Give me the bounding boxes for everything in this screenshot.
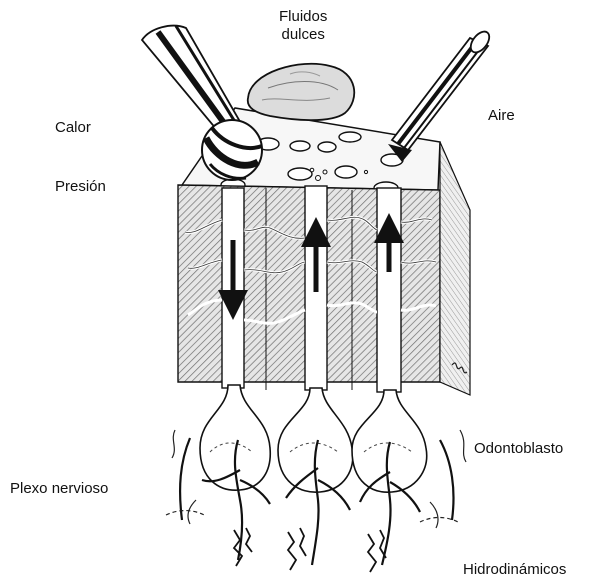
label-hidrodinamicos: Hidrodinámicos bbox=[463, 561, 566, 579]
tubule-right bbox=[377, 188, 401, 392]
heat-pressure-instrument bbox=[142, 26, 262, 180]
label-fluidos-line1: Fluidos bbox=[279, 8, 327, 26]
label-aire: Aire bbox=[488, 107, 515, 125]
label-odontoblasto: Odontoblasto bbox=[474, 440, 563, 458]
label-presion: Presión bbox=[55, 178, 106, 196]
odontoblast-cells bbox=[200, 385, 427, 492]
odontoblast-cell-right bbox=[352, 390, 427, 492]
impulse-zigzags bbox=[234, 528, 386, 572]
label-calor: Calor bbox=[55, 119, 91, 137]
label-plexo-nervioso: Plexo nervioso bbox=[10, 480, 108, 498]
sweet-fluid-blob bbox=[248, 64, 355, 120]
label-fluidos-dulces: Fluidos dulces bbox=[279, 8, 327, 44]
label-fluidos-line2: dulces bbox=[279, 26, 327, 44]
